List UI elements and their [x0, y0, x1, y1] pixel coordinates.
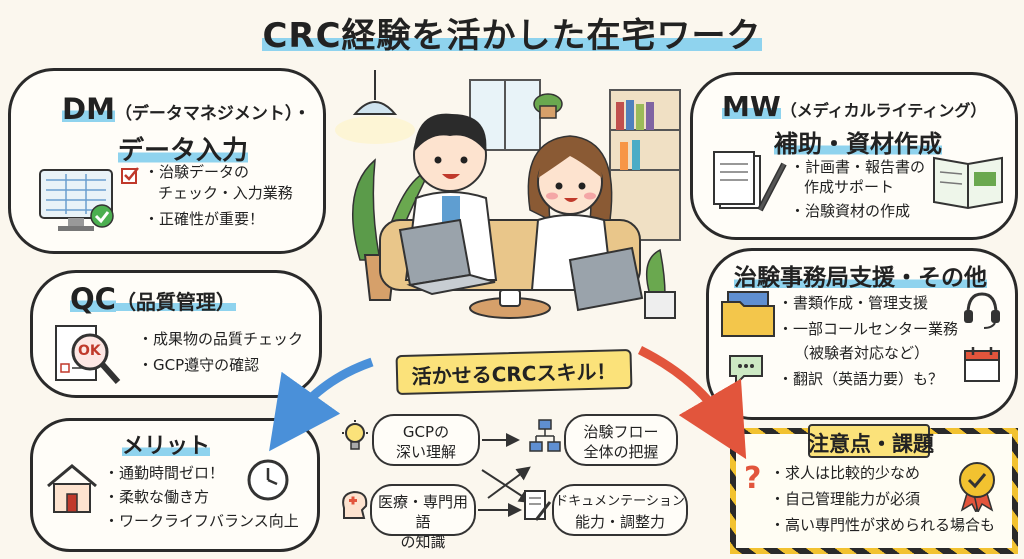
house-icon [47, 464, 97, 513]
skill-medical-terms-line2: の知識 [400, 533, 446, 551]
magnifier-icon [55, 325, 121, 384]
mw-bullet-1: ・計画書・報告書の [790, 158, 926, 176]
office-title: 治験事務局支援・その他 [734, 258, 987, 292]
skill-documentation-line1: ドキュメンテーション [555, 494, 685, 509]
office-bullet-4: ・翻訳（英語力要）も？ [778, 370, 944, 388]
skill-trial-flow-line2: 全体の把握 [583, 443, 659, 461]
qc-title-sub: （品質管理） [115, 290, 236, 314]
caution-bullet-3: ・高い専門性が求められる場合も [770, 516, 996, 534]
caution-title-plate [808, 424, 930, 458]
office-bullet-2: ・一部コールセンター業務 [778, 320, 959, 338]
merit-bullet-2: ・柔軟な働き方 [104, 488, 210, 506]
spreadsheet-monitor-icon [39, 169, 114, 231]
document-edit-icon [524, 490, 552, 521]
qc-bullet-2: ・GCP遵守の確認 [138, 356, 260, 374]
dm-bullet-3: ・正確性が重要！ [144, 210, 265, 228]
merit-arrow [269, 357, 374, 452]
dm-title-main: DM [62, 92, 115, 126]
qc-title-main: QC [70, 282, 116, 316]
page-title: CRC経験を活かした在宅ワーク [0, 8, 1024, 57]
workers-illustration [335, 70, 681, 319]
skill-medical-terms-line1: 医療・専門用語 [377, 493, 468, 531]
merit-bullet-3: ・ワークライフバランス向上 [104, 512, 299, 530]
mw-title: MW（メディカルライティング） [722, 90, 986, 123]
quality-check-doc-icon: OK [52, 322, 124, 388]
ok-stamp: OK [78, 343, 101, 359]
dm-title: DM（データマネジメント）・ [62, 92, 310, 126]
flowchart-icon [529, 419, 561, 452]
document-pen-icon [713, 151, 787, 212]
clock-icon [247, 459, 289, 501]
checkbox-icon [121, 167, 139, 184]
skill-documentation-line2: 能力・調整力 [574, 513, 665, 531]
dm-title-line2-text: データ入力 [118, 136, 249, 166]
caution-title: 注意点・課題 [808, 432, 934, 456]
mw-bullet-3: ・治験資材の作成 [790, 202, 911, 220]
skill-trial-flow: 治験フロー 全体の把握 [564, 414, 678, 466]
caution-bullet-1: ・求人は比較的少なめ [770, 464, 921, 482]
mw-bullet-2: 作成サポート [804, 178, 895, 196]
skill-gcp-line2: 深い理解 [395, 443, 456, 461]
skill-trial-flow-line1: 治験フロー [583, 423, 659, 441]
mw-title-line2: 補助・資材作成 [774, 124, 942, 159]
calendar-icon [964, 347, 1000, 382]
dm-bullet-2: チェック・入力業務 [158, 184, 293, 202]
lightbulb-icon [342, 420, 368, 450]
mw-title-line2-text: 補助・資材作成 [774, 130, 942, 158]
headset-icon [964, 292, 1000, 329]
page-title-text: CRC経験を活かした在宅ワーク [262, 16, 762, 56]
medical-head-icon [342, 490, 368, 519]
open-book-icon [933, 156, 1003, 210]
mw-title-main: MW [722, 90, 781, 123]
question-mark-icon: ? [744, 461, 761, 494]
skills-banner-text: 活かせるCRCスキル！ [411, 359, 617, 389]
dm-bullet-1: ・治験データの [144, 163, 250, 181]
merit-title-text: メリット [122, 434, 211, 459]
office-title-text: 治験事務局支援・その他 [734, 265, 987, 291]
qc-title: QC（品質管理） [70, 282, 236, 316]
dm-title-sub: （データマネジメント）・ [114, 104, 311, 124]
skill-medical-terms: 医療・専門用語 の知識 [370, 484, 476, 551]
merit-bullet-1: ・通勤時間ゼロ！ [104, 464, 225, 482]
skill-gcp: GCPの 深い理解 [372, 414, 480, 466]
qc-bullet-1: ・成果物の品質チェック [138, 330, 304, 348]
office-bullet-1: ・書類作成・管理支援 [778, 294, 929, 312]
dm-title-line2: データ入力 [118, 130, 249, 167]
office-bullet-3: （被験者対応など） [794, 344, 930, 362]
skill-link-3 [487, 466, 531, 499]
mw-title-sub: （メディカルライティング） [780, 101, 987, 120]
caution-bullet-2: ・自己管理能力が必須 [770, 490, 921, 508]
folder-stack-icon [721, 291, 775, 337]
svg-text:?: ? [744, 461, 761, 494]
award-badge-icon [959, 462, 995, 512]
skill-gcp-line1: GCPの [402, 423, 450, 441]
merit-title: メリット [122, 428, 211, 460]
caution-arrow [637, 345, 747, 460]
skill-documentation: ドキュメンテーション 能力・調整力 [552, 484, 688, 536]
